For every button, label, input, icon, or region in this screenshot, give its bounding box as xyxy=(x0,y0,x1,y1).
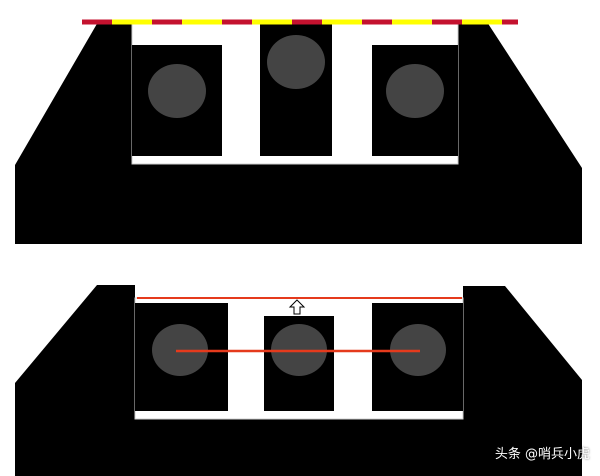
top-left-circle xyxy=(148,64,206,118)
up-arrow-icon xyxy=(288,299,306,315)
top-center-circle xyxy=(267,35,325,89)
bottom-body-shape xyxy=(15,285,582,476)
watermark-text: 头条 @哨兵小虎 xyxy=(494,447,590,462)
top-right-circle xyxy=(386,64,444,118)
top-diagram xyxy=(15,19,582,244)
top-body-shape xyxy=(15,22,582,244)
bottom-diagram xyxy=(15,285,582,476)
